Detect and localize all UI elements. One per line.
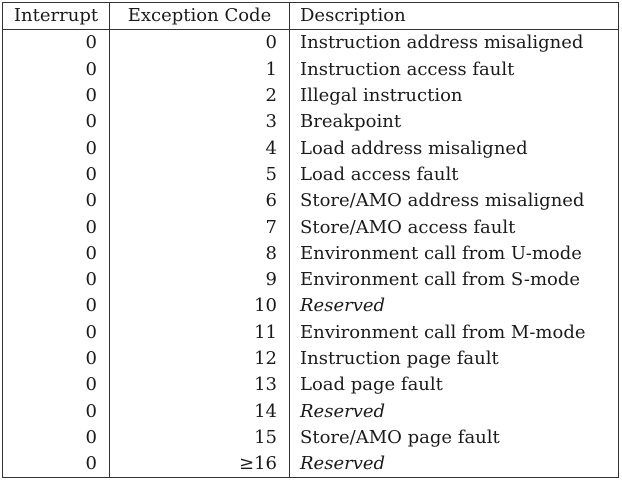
description-cell: Environment call from M-mode [300,321,586,343]
description-cell: Load page fault [300,374,443,396]
interrupt-cell: 0 [2,345,110,373]
description-cell: Store/AMO access fault [300,216,516,238]
interrupt-cell: 0 [2,214,110,241]
description-cell: Load address misaligned [300,137,528,159]
exception-code-cell: 2 [109,82,290,110]
interrupt-cell: 0 [2,135,110,162]
exception-code-cell: 4 [109,135,290,162]
interrupt-cell: 0 [2,266,110,294]
description-cell: Breakpoint [300,111,402,133]
interrupt-cell: 0 [2,398,110,425]
interrupt-cell: 0 [2,56,110,83]
description-cell: Illegal instruction [300,85,463,107]
exception-code-cell: 13 [109,372,290,399]
exception-code-cell: 7 [109,214,290,241]
table-header: Interrupt Exception Code Description [2,2,619,31]
description-cell: Store/AMO page fault [300,426,500,448]
header-interrupt: Interrupt [2,2,110,31]
exception-code-cell: 11 [109,319,290,346]
header-row: Interrupt Exception Code Description [2,2,619,31]
table-row: 0≥16 Reserved [2,451,619,478]
exception-code-cell: 3 [109,109,290,136]
description-cell: Store/AMO address misaligned [300,190,585,212]
interrupt-cell: 0 [2,293,110,320]
description-cell: Instruction address misaligned [300,32,584,54]
exception-code-cell: 8 [109,240,290,267]
exception-code-cell: 0 [109,29,290,57]
header-exception-code: Exception Code [109,2,290,31]
header-description: Description [289,2,619,31]
interrupt-cell: 0 [2,424,110,452]
exception-code-cell: 14 [109,398,290,425]
description-cell: Environment call from S-mode [300,269,581,291]
description-cell: Instruction page fault [300,348,499,369]
description-cell: Environment call from U-mode [300,242,582,264]
interrupt-cell: 0 [2,319,110,346]
interrupt-cell: 0 [2,240,110,267]
exception-code-cell: 10 [109,293,290,320]
interrupt-cell: 0 [2,188,110,215]
description-cell: Reserved [300,295,386,317]
description-cell: Load access fault [300,163,459,185]
exception-code-cell: 12 [109,345,290,373]
interrupt-cell: 0 [2,372,110,399]
interrupt-cell: 0 [2,109,110,136]
description-cell: Reserved [300,400,386,422]
interrupt-cell: 0 [2,451,110,478]
exception-code-cell: 5 [109,161,290,189]
exception-code-cell: 9 [109,266,290,294]
exception-code-cell: 6 [109,188,290,215]
exception-code-cell: 1 [109,56,290,83]
description-cell: Reserved [300,453,386,475]
interrupt-cell: 0 [2,29,110,57]
interrupt-cell: 0 [2,82,110,110]
interrupt-cell: 0 [2,161,110,189]
exception-code-cell: ≥16 [109,451,290,478]
description-cell: Instruction access fault [300,58,515,80]
exception-code-cell: 15 [109,424,290,452]
